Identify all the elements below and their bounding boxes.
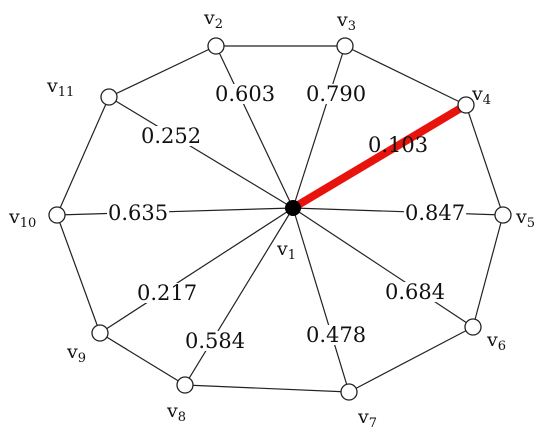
edge-weight-label-v9: 0.217 (137, 281, 197, 305)
vertex-v3 (336, 37, 354, 55)
vertex-label-v10: v10 (8, 206, 36, 231)
vertex-label-base: v (357, 406, 369, 428)
cycle-edge-v8-v9 (99, 332, 186, 386)
spoke-edge-v1-v5 (292, 207, 504, 216)
edge-weight-label-v2: 0.603 (215, 82, 275, 106)
labels: 0.603 0.790 0.103 0.847 0.684 0.478 0.584 0.217… (8, 7, 535, 431)
vertex-v5 (494, 206, 512, 224)
spoke-edge-v1-v4 (290, 101, 469, 212)
vertex-label-subscript: 6 (498, 339, 506, 354)
vertex-v4 (457, 96, 475, 114)
cycle-edge-v11-v2 (108, 45, 217, 98)
edge-weight-bg-v6 (384, 282, 447, 302)
spoke-edge-v1-v10 (56, 207, 294, 216)
edge-weight-bg-v8 (184, 331, 247, 351)
vertex-label-base: v (471, 83, 483, 105)
cycle-edge-v3-v4 (344, 45, 467, 106)
vertex-v9 (91, 324, 109, 342)
vertex-label-base: v (166, 400, 178, 422)
vertex-label-base: v (336, 9, 348, 31)
vertex-label-base: v (276, 238, 288, 260)
edge-weight-bg-v10 (107, 203, 170, 223)
vertex-v6 (464, 318, 482, 336)
vertex-label-v11: v11 (46, 75, 74, 100)
edge-weight-bg-v3 (305, 84, 368, 104)
vertex-label-subscript: 9 (78, 351, 86, 366)
vertex-label-subscript: 5 (527, 216, 535, 231)
edge-weight-label-v8: 0.584 (185, 329, 245, 353)
vertex-label-subscript: 2 (215, 17, 223, 32)
cycle-edge-v10-v11 (56, 96, 110, 216)
edge-weight-label-v6: 0.684 (385, 280, 445, 304)
vertex-v11 (100, 88, 118, 106)
vertex-label-subscript: 7 (369, 416, 377, 431)
vertex-label-base: v (46, 75, 58, 97)
vertex-v8 (176, 376, 194, 394)
edge-weight-bg-v7 (305, 325, 368, 345)
vertex-label-v4: v4 (471, 83, 491, 108)
cycle-edge-v4-v5 (465, 104, 504, 216)
edge-weight-label-v11: 0.252 (141, 124, 201, 148)
edge-weight-bg-v5 (404, 203, 467, 223)
spoke-edge-v1-v8 (184, 207, 294, 386)
spoke-edge-v1-v11 (108, 96, 294, 209)
cycle-edge-v7-v8 (184, 384, 350, 393)
vertex-v7 (340, 383, 358, 401)
vertex-label-v1: v1 (276, 238, 296, 263)
edge-weight-bg-v11 (140, 126, 203, 146)
vertex-label-v6: v6 (486, 329, 506, 354)
vertex-label-v8: v8 (166, 400, 186, 425)
vertex-label-base: v (203, 7, 215, 29)
edge-weight-label-v4: 0.103 (368, 133, 428, 157)
vertex-label-base: v (66, 341, 78, 363)
cycle-edge-v6-v7 (348, 326, 474, 393)
vertex-v10 (48, 206, 66, 224)
vertex-label-subscript: 3 (348, 19, 356, 34)
spoke-edges (56, 45, 504, 393)
vertex-label-v7: v7 (357, 406, 377, 431)
edge-weight-bg-v2 (214, 84, 277, 104)
cycle-edge-v9-v10 (56, 214, 101, 334)
vertex-v1-center (285, 200, 301, 216)
edge-weight-bg-v9 (136, 283, 199, 303)
edge-weight-label-v7: 0.478 (306, 323, 366, 347)
vertex-label-v9: v9 (66, 341, 86, 366)
vertex-label-base: v (486, 329, 498, 351)
vertex-label-base: v (8, 206, 20, 228)
vertex-label-base: v (515, 206, 527, 228)
vertex-label-subscript: 8 (178, 410, 186, 425)
vertex-label-subscript: 11 (58, 85, 75, 100)
vertices (48, 37, 512, 401)
cycle-edge-v5-v6 (472, 214, 504, 328)
vertex-label-v3: v3 (336, 9, 356, 34)
vertex-v2 (207, 37, 225, 55)
spoke-edge-v1-v3 (292, 45, 346, 209)
vertex-label-v5: v5 (515, 206, 535, 231)
spoke-edge-v1-v9 (99, 207, 294, 334)
vertex-label-subscript: 4 (483, 93, 491, 108)
edge-weight-label-v10: 0.635 (108, 201, 168, 225)
spoke-edge-v1-v6 (292, 207, 474, 328)
vertex-label-subscript: 1 (288, 248, 296, 263)
edge-weight-label-v5: 0.847 (405, 201, 465, 225)
edge-weight-label-v3: 0.790 (306, 82, 366, 106)
spoke-edge-v1-v2 (215, 45, 294, 209)
outer-cycle-edges (56, 45, 504, 393)
spoke-edge-v1-v7 (292, 207, 350, 393)
vertex-label-v2: v2 (203, 7, 223, 32)
vertex-label-subscript: 10 (20, 216, 37, 231)
